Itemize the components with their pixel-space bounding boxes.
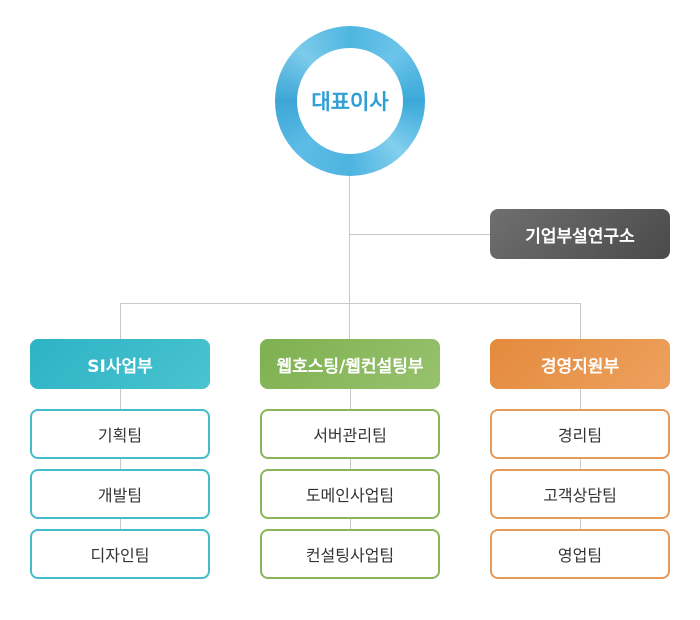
dept-si: SI사업부 xyxy=(30,339,210,389)
connector-teams-1 xyxy=(120,389,121,529)
ceo-node: 대표이사 xyxy=(275,26,425,176)
connector-horizontal xyxy=(120,303,581,304)
team-accounting: 경리팀 xyxy=(490,409,670,459)
team-customer-service: 고객상담팀 xyxy=(490,469,670,519)
team-consulting: 컨설팅사업팀 xyxy=(260,529,440,579)
connector-teams-3 xyxy=(580,389,581,529)
team-domain: 도메인사업팀 xyxy=(260,469,440,519)
team-planning: 기획팀 xyxy=(30,409,210,459)
team-sales: 영업팀 xyxy=(490,529,670,579)
connector-dept-1 xyxy=(120,303,121,339)
connector-ceo-down xyxy=(349,176,350,339)
dept-management: 경영지원부 xyxy=(490,339,670,389)
team-design: 디자인팀 xyxy=(30,529,210,579)
team-server: 서버관리팀 xyxy=(260,409,440,459)
connector-teams-2 xyxy=(350,389,351,529)
lab-node: 기업부설연구소 xyxy=(490,209,670,259)
team-development: 개발팀 xyxy=(30,469,210,519)
connector-lab xyxy=(350,234,490,235)
connector-dept-3 xyxy=(580,303,581,339)
dept-web: 웹호스팅/웹컨설팅부 xyxy=(260,339,440,389)
ceo-label: 대표이사 xyxy=(297,48,403,154)
